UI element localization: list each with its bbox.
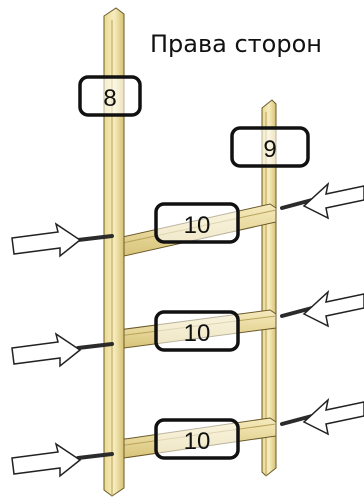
label-part-10-top: 10 bbox=[184, 212, 211, 239]
label-part-9: 9 bbox=[263, 136, 276, 163]
arrow-right-top bbox=[302, 181, 364, 220]
label-box-8: 8 bbox=[78, 75, 142, 117]
arrow-left-middle bbox=[11, 332, 82, 368]
label-part-10-middle: 10 bbox=[184, 320, 211, 347]
diagram-title: Права сторон bbox=[150, 30, 322, 58]
label-box-9: 9 bbox=[230, 126, 310, 168]
label-box-10-bottom: 10 bbox=[154, 418, 240, 460]
arrow-right-middle bbox=[302, 289, 364, 328]
right-arrows bbox=[302, 181, 364, 436]
arrow-right-bottom bbox=[302, 397, 364, 436]
left-post bbox=[103, 7, 125, 497]
label-box-10-top: 10 bbox=[154, 202, 240, 244]
arrow-left-bottom bbox=[11, 442, 82, 478]
right-post bbox=[261, 99, 277, 477]
label-part-10-bottom: 10 bbox=[184, 428, 211, 455]
left-arrows bbox=[11, 222, 82, 478]
arrow-left-top bbox=[11, 222, 82, 258]
label-box-10-middle: 10 bbox=[154, 310, 240, 352]
label-part-8: 8 bbox=[103, 85, 116, 112]
screws bbox=[76, 198, 314, 460]
